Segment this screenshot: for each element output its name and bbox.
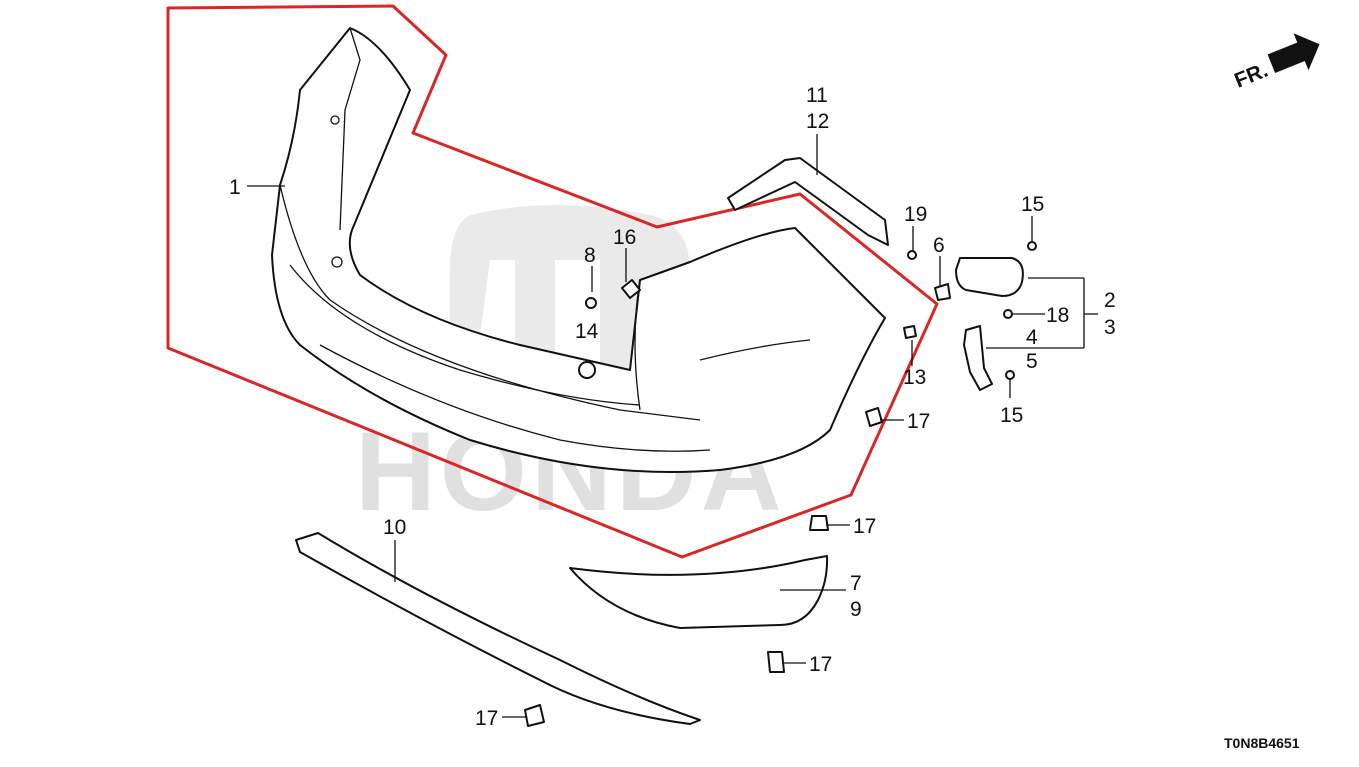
clip-6 — [934, 283, 951, 301]
callout-12: 12 — [806, 110, 829, 133]
callout-2: 2 — [1104, 289, 1116, 312]
side-reflector — [955, 257, 1024, 297]
callout-15-upper: 15 — [1021, 193, 1044, 216]
clip-17-lower — [767, 651, 785, 673]
callout-14: 14 — [575, 320, 599, 343]
nut-8 — [585, 297, 597, 309]
callout-9: 9 — [850, 598, 862, 621]
screw-19 — [907, 250, 917, 260]
clip-17-bottom — [524, 704, 545, 727]
callouts: 1 11 12 8 16 14 19 6 15 2 3 18 4 5 15 13… — [229, 84, 1116, 730]
leader-lines — [247, 134, 1098, 718]
side-garnish — [569, 555, 829, 629]
callout-17-lower: 17 — [809, 653, 832, 676]
clip-17-mid — [809, 515, 829, 531]
callout-7: 7 — [850, 572, 862, 595]
callout-19: 19 — [904, 203, 927, 226]
side-bracket — [727, 157, 889, 246]
callout-8: 8 — [584, 244, 596, 267]
callout-16: 16 — [613, 226, 636, 249]
callout-6: 6 — [933, 234, 945, 257]
clip-17-upper — [865, 407, 883, 427]
callout-13: 13 — [903, 366, 926, 389]
front-direction-indicator: FR. — [1231, 33, 1320, 93]
fasteners — [524, 250, 951, 727]
screw-13 — [903, 325, 917, 339]
callout-5: 5 — [1026, 350, 1038, 373]
callout-1: 1 — [229, 176, 241, 199]
clip-16 — [621, 279, 641, 299]
lower-garnish — [295, 532, 701, 725]
callout-17-upper: 17 — [907, 410, 930, 433]
callout-3: 3 — [1104, 316, 1116, 339]
arrow-right-icon — [1267, 33, 1320, 74]
screw-15-upper — [1027, 241, 1037, 251]
screw-15-lower — [1005, 370, 1015, 380]
screw-18 — [1003, 309, 1013, 319]
reflector-bracket — [963, 325, 993, 391]
callout-4: 4 — [1026, 326, 1038, 349]
callout-11: 11 — [806, 84, 828, 107]
figure-code: T0N8B4651 — [1224, 735, 1300, 751]
highlight-outline — [166, 4, 939, 559]
grommet-14 — [578, 361, 596, 379]
callout-17-mid: 17 — [853, 515, 876, 538]
rear-bumper-face — [271, 27, 886, 473]
callout-15-lower: 15 — [1000, 404, 1023, 427]
callout-10: 10 — [383, 516, 406, 539]
callout-17-bottom: 17 — [475, 707, 498, 730]
front-label: FR. — [1231, 59, 1271, 93]
callout-18: 18 — [1046, 304, 1069, 327]
